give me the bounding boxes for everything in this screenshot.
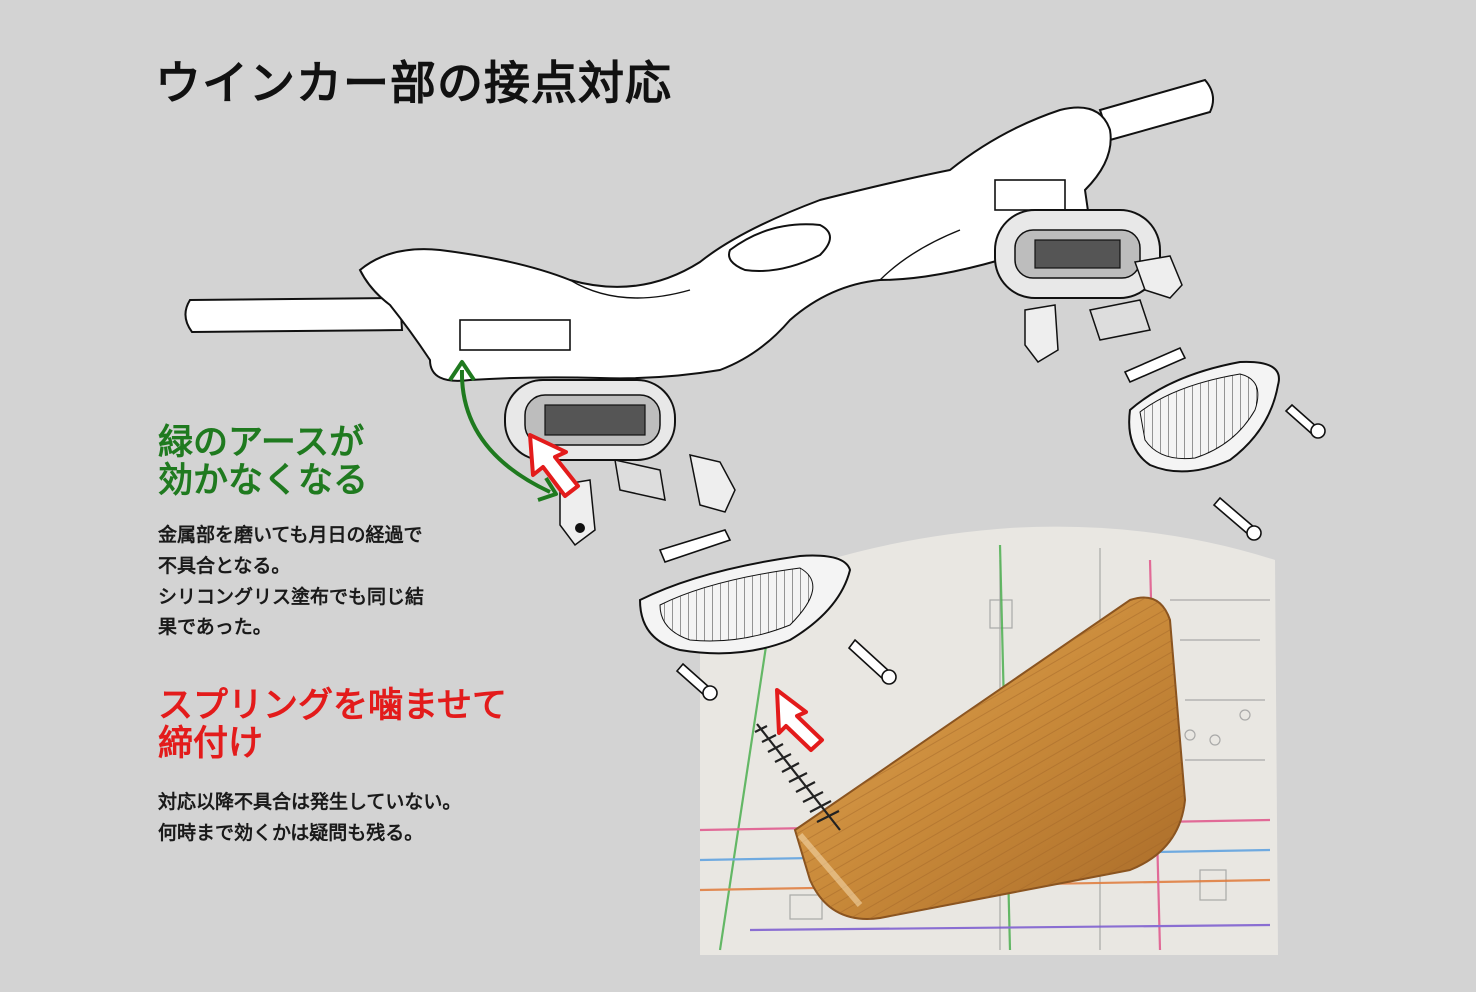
amber-lens-photo — [793, 596, 1187, 920]
left-lens — [638, 554, 852, 655]
problem-heading-line: 緑のアースが — [158, 423, 365, 463]
problem-heading: 緑のアースが 効かなくなる — [158, 423, 369, 501]
right-lens — [1128, 360, 1280, 473]
right-lamp-housing — [994, 209, 1183, 363]
screws — [675, 403, 1326, 701]
red-arrow-diagram — [528, 433, 580, 498]
solution-description: 対応以降不具合は発生していない。 何時まで効くかは疑問も残る。 — [158, 787, 578, 849]
problem-description: 金属部を磨いても月日の経過で 不具合となる。 シリコングリス塗布でも同じ結 果で… — [158, 520, 508, 643]
solution-heading: スプリングを噛ませて 締付け — [158, 686, 507, 764]
problem-text-line: シリコングリス塗布でも同じ結 — [158, 585, 425, 608]
problem-heading-line: 効かなくなる — [158, 460, 369, 501]
problem-text-line: 金属部を磨いても月日の経過で — [158, 524, 423, 546]
solution-heading-line: スプリングを噛ませて — [158, 686, 507, 726]
red-arrow-photo — [775, 688, 824, 752]
spring — [754, 723, 841, 831]
solution-text-line: 対応以降不具合は発生していない。 — [158, 791, 462, 813]
solution-heading-line: 締付け — [158, 723, 264, 764]
page-title: ウインカー部の接点対応 — [155, 56, 672, 110]
handlebar — [184, 78, 1215, 382]
problem-text-line: 果であった。 — [158, 616, 272, 639]
solution-text-line: 何時まで効くかは疑問も残る。 — [158, 821, 424, 844]
problem-text-line: 不具合となる。 — [158, 554, 291, 577]
left-lamp-housing — [504, 379, 736, 547]
bulbs — [658, 346, 1187, 563]
green-double-arrow — [448, 360, 558, 502]
